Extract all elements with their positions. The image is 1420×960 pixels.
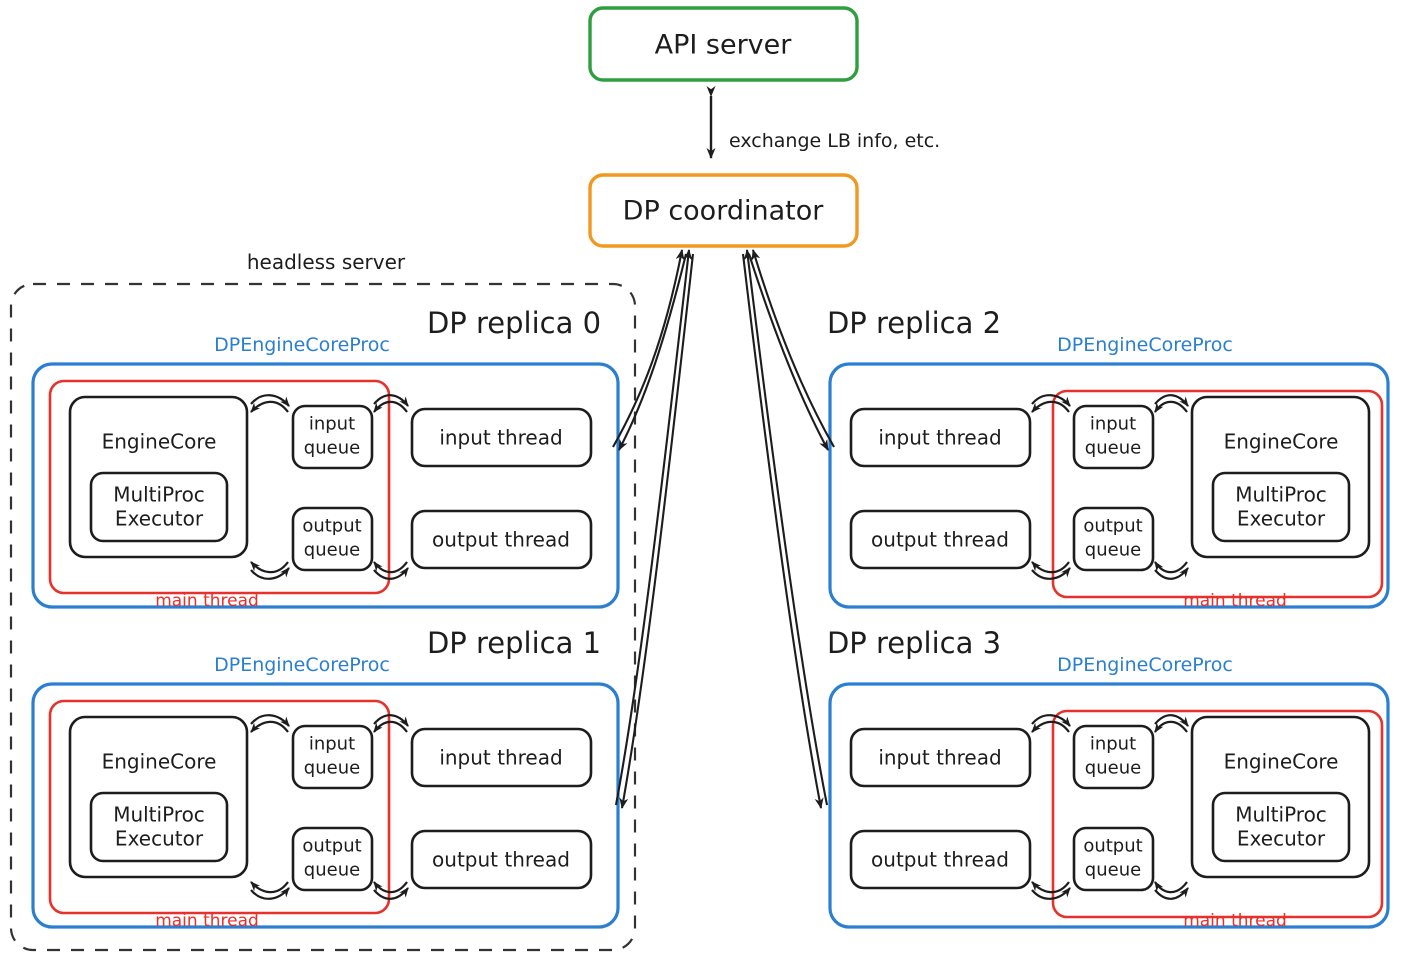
replica-2-output-thread-box[interactable] [849,509,1032,570]
replica-0-main-thread-box[interactable] [48,379,391,595]
headless-server-container [9,282,637,952]
dp-replica-1-group [31,682,620,929]
replica-3-input-queue-box[interactable] [1072,724,1155,790]
dp-coordinator-box[interactable] [588,173,859,248]
replica-0-output-thread-box[interactable] [410,509,593,570]
replica-1-multiproc-executor-box[interactable] [89,791,229,863]
replica-2-multiproc-executor-box[interactable] [1211,471,1351,543]
replica-0-output-queue-box[interactable] [291,506,374,572]
replica-1-output-thread-box[interactable] [410,829,593,890]
replica-2-main-thread-box[interactable] [1051,389,1384,599]
api-server-box[interactable] [588,6,859,82]
replica-1-main-thread-box[interactable] [48,699,391,915]
replica-3-output-queue-box[interactable] [1072,826,1155,892]
replica-1-output-queue-box[interactable] [291,826,374,892]
replica-0-input-thread-box[interactable] [410,407,593,468]
replica-2-input-queue-box[interactable] [1072,404,1155,470]
replica-3-input-thread-box[interactable] [849,727,1032,788]
replica-3-multiproc-executor-box[interactable] [1211,791,1351,863]
replica-3-output-thread-box[interactable] [849,829,1032,890]
dp-replica-3-group [828,682,1390,929]
replica-2-output-queue-box[interactable] [1072,506,1155,572]
replica-3-main-thread-box[interactable] [1051,709,1384,919]
replica-2-input-thread-box[interactable] [849,407,1032,468]
coordinator-replica-links [612,249,835,809]
replica-0-multiproc-executor-box[interactable] [89,471,229,543]
dp-replica-2-group [828,362,1390,609]
dp-replica-0-group [31,362,620,609]
replica-0-input-queue-box[interactable] [291,404,374,470]
replica-1-input-queue-box[interactable] [291,724,374,790]
replica-1-input-thread-box[interactable] [410,727,593,788]
